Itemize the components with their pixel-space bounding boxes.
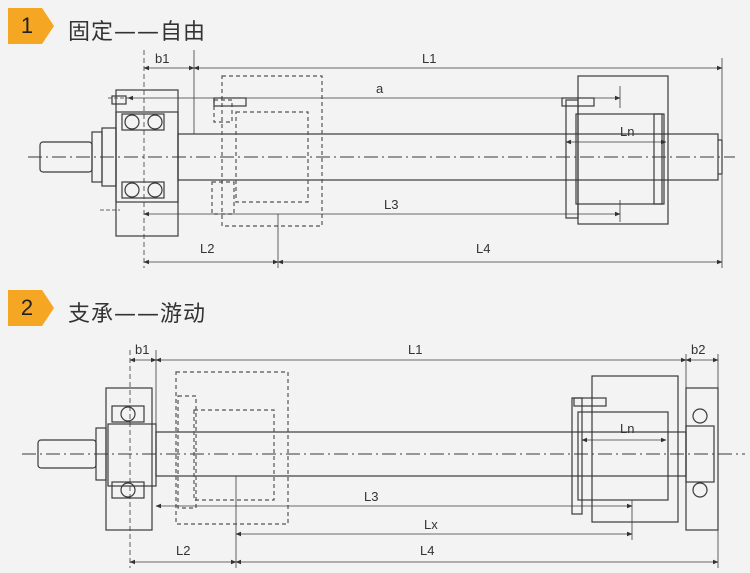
bearing-race (121, 181, 165, 199)
diagram-support-float (22, 350, 745, 568)
bearing-ball (147, 182, 163, 198)
bearing-ball (147, 114, 163, 130)
bolt (573, 397, 607, 407)
dim-label-L4: L4 (476, 241, 490, 256)
dim-label-L3: L3 (364, 489, 378, 504)
section-2-title: 支承——游动 (68, 302, 207, 327)
dim-label-b2: b2 (691, 342, 705, 357)
bearing-race (121, 113, 165, 131)
dim-label-L1: L1 (408, 342, 422, 357)
nut-seal (653, 113, 663, 205)
nut-flange (571, 397, 583, 515)
bearing-race (111, 481, 145, 499)
left-bearing-block (107, 423, 157, 487)
right-bearing-block (685, 425, 715, 483)
section-2-number: 2 (20, 295, 34, 320)
dim-label-L2: L2 (200, 241, 214, 256)
section-1-number: 1 (20, 13, 34, 38)
nut-housing (591, 375, 679, 523)
nut-ghost (175, 371, 289, 525)
dim-label-Lx: Lx (424, 517, 438, 532)
section-1-badge: 1 (8, 8, 54, 44)
dim-label-L1: L1 (422, 51, 436, 66)
dim-label-a: a (376, 81, 384, 96)
section-1-title: 固定——自由 (68, 20, 207, 45)
diagram-fixed-free (28, 50, 735, 268)
dim-label-Ln: Ln (620, 421, 634, 436)
dim-label-L3: L3 (384, 197, 398, 212)
dim-label-L2: L2 (176, 543, 190, 558)
dim-label-b1: b1 (155, 51, 169, 66)
bearing-ball (124, 114, 140, 130)
bearing-ball (120, 406, 136, 422)
bearing-ball (692, 482, 708, 498)
arrow-badge-icon (8, 290, 54, 326)
bolt (111, 95, 127, 105)
bearing-ball (692, 408, 708, 424)
dim-label-b1: b1 (135, 342, 149, 357)
bolt (213, 97, 247, 107)
section-2-badge: 2 (8, 290, 54, 326)
bearing-race (111, 405, 145, 423)
dim-label-Ln: Ln (620, 124, 634, 139)
bearing-ball (120, 482, 136, 498)
arrow-badge-icon (8, 8, 54, 44)
nut-body (577, 411, 669, 501)
dim-label-L4: L4 (420, 543, 434, 558)
left-bearing-housing (105, 387, 153, 531)
ball-screw-shaft (177, 133, 719, 181)
bearing-ball (124, 182, 140, 198)
